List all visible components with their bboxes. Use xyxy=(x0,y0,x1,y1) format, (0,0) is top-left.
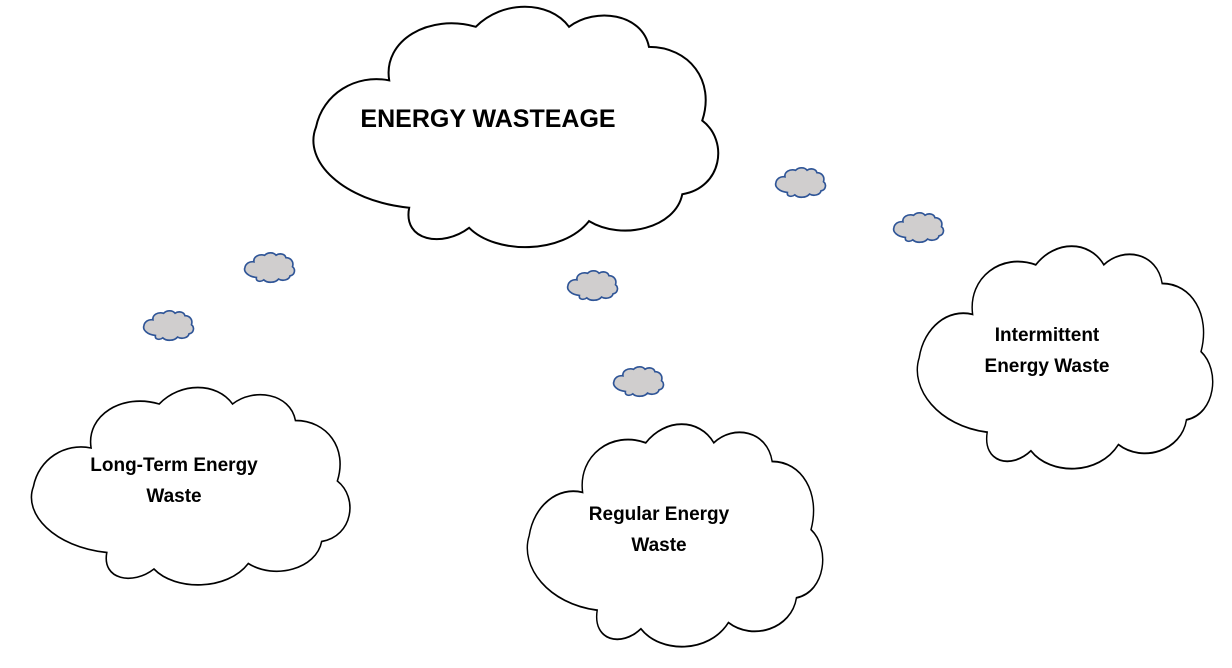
thought-bubble-right-lower xyxy=(892,212,945,244)
long-term-label: Long-Term Energy Waste xyxy=(64,450,284,512)
long-term-label-line2: Waste xyxy=(146,486,202,507)
main-cloud-label: ENERGY WASTEAGE xyxy=(360,105,616,133)
thought-bubble-left-lower xyxy=(142,310,195,342)
intermittent-label-line1: Intermittent xyxy=(994,325,1100,346)
intermittent-label-line2: Energy Waste xyxy=(984,356,1110,377)
regular-label: Regular Energy Waste xyxy=(559,499,759,561)
thought-bubble-center-upper xyxy=(566,270,619,302)
regular-label-line2: Waste xyxy=(631,535,687,556)
thought-bubble-center-lower xyxy=(612,366,665,398)
thought-bubble-right-upper xyxy=(774,167,827,199)
intermittent-label: Intermittent Energy Waste xyxy=(947,320,1147,382)
regular-label-line1: Regular Energy xyxy=(588,504,730,525)
long-term-label-line1: Long-Term Energy xyxy=(90,455,258,476)
thought-bubble-left-upper xyxy=(243,252,296,284)
